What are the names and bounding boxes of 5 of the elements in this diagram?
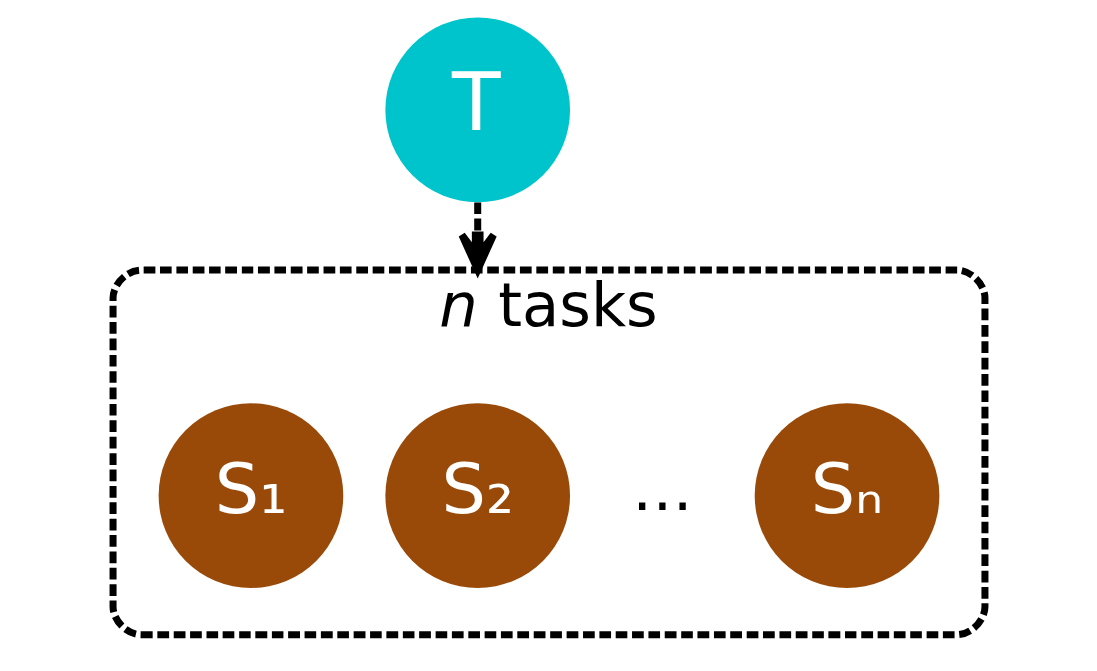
label: … [631,454,693,525]
node-circle: Sₙ [754,403,939,588]
node-circle: S₁ [158,403,343,588]
node-circle: T [384,17,570,203]
node-circle: S₂ [384,403,570,588]
